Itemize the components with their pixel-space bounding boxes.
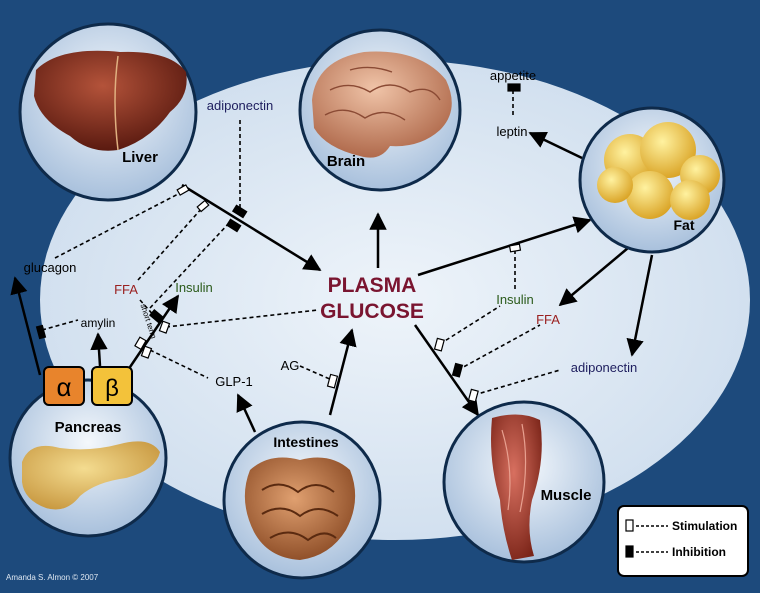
credit-text: Amanda S. Almon © 2007: [6, 573, 99, 582]
arrow-glucose-to-fat: [417, 216, 592, 277]
muscle-node: Muscle: [442, 400, 606, 564]
arrow-fat-to-leptin: [528, 131, 583, 160]
dash-glucose-insulin: [165, 309, 319, 328]
stimulation-mark-short-term: [134, 336, 147, 351]
fat-icon: [597, 122, 720, 220]
inhibition-mark-ffa-insulin: [148, 308, 165, 324]
inhibition-mark-adiponectin-liver: [231, 204, 248, 219]
ffa-right-label: FFA: [536, 312, 560, 327]
dash-amylin-pancreas: [41, 319, 79, 331]
glucagon-label: glucagon: [24, 260, 77, 275]
stimulation-mark-insulin-muscle: [433, 337, 445, 352]
leptin-label: leptin: [496, 124, 527, 139]
intestines-node: Intestines: [222, 420, 382, 580]
brain-label: Brain: [327, 153, 365, 170]
dash-glucagon-liver: [54, 191, 183, 259]
dash-glp1-insulin: [149, 349, 209, 379]
fat-node: Fat: [578, 106, 726, 254]
arrow-beta-to-amylin: [90, 332, 108, 367]
inhibition-mark-appetite: [507, 83, 521, 92]
arrow-fat-to-ffa: [558, 247, 629, 307]
plasma-label: PLASMA: [328, 274, 417, 297]
brain-icon: [312, 51, 452, 158]
adiponectin-top-label: adiponectin: [207, 98, 274, 113]
dash-insulin-muscle: [439, 305, 501, 345]
stimulation-mark-ffa-liver: [196, 199, 210, 213]
arrow-liver-to-glucose: [181, 183, 322, 272]
stimulation-mark-insulin-fat: [508, 243, 522, 253]
alpha-cell: α: [43, 366, 85, 406]
ffa-left-label: FFA: [114, 282, 138, 297]
legend-box: [617, 505, 749, 577]
arrow-intestines-to-glucose: [328, 328, 357, 416]
stimulation-mark-glp1: [140, 345, 153, 359]
beta-symbol: β: [105, 375, 119, 402]
adiponectin-right-label: adiponectin: [571, 360, 638, 375]
inhibition-mark-ffa-muscle: [451, 362, 464, 378]
alpha-symbol: α: [56, 372, 71, 402]
arrow-beta-to-insulin: [126, 294, 180, 371]
insulin-right-label: Insulin: [496, 292, 534, 307]
legend-stimulation-label: Stimulation: [672, 519, 737, 533]
glp1-label: GLP-1: [215, 374, 253, 389]
arrow-alpha-to-glucagon: [10, 276, 42, 376]
intestines-label: Intestines: [273, 434, 339, 450]
inhibition-mark-insulin-liver: [225, 218, 242, 233]
stimulation-mark-adiponectin-muscle: [467, 388, 479, 403]
dash-insulin-liver: [149, 221, 231, 309]
insulin-left-label: Insulin: [175, 280, 213, 295]
brain-node: Brain: [298, 28, 462, 192]
legend: Stimulation Inhibition: [617, 505, 749, 577]
ag-label: AG: [281, 358, 300, 373]
legend-stimulation-symbol: [625, 519, 634, 532]
stimulation-mark-glucose-insulin: [158, 320, 171, 334]
arrow-fat-to-adiponectin: [626, 254, 654, 357]
pathways: [10, 90, 654, 433]
pancreas-node: Pancreas: [8, 378, 168, 538]
stimulation-mark-ag: [326, 373, 339, 389]
legend-inhibition-label: Inhibition: [672, 545, 726, 559]
pancreas-label: Pancreas: [55, 419, 122, 436]
liver-label: Liver: [122, 149, 158, 166]
beta-cell: β: [91, 366, 133, 406]
dash-ffa-muscle: [457, 324, 541, 371]
appetite-label: appetite: [490, 68, 536, 83]
hormone-labels: adiponectin appetite leptin glucagon FFA…: [24, 68, 638, 389]
dash-ag-glucose: [299, 365, 333, 381]
muscle-label: Muscle: [541, 487, 592, 504]
inhibition-mark-amylin: [35, 324, 47, 340]
liver-icon: [34, 50, 187, 151]
pancreas-icon: [22, 441, 160, 510]
legend-inhibition-symbol: [625, 545, 634, 558]
arrow-glucose-to-muscle: [413, 324, 480, 417]
fat-label: Fat: [674, 217, 695, 233]
dash-ffa-liver: [137, 207, 203, 281]
glucose-label: GLUCOSE: [320, 300, 424, 323]
liver-node: Liver: [18, 22, 198, 202]
regulation-marks: [35, 83, 522, 403]
arrow-intestines-to-glp1: [236, 393, 257, 433]
dash-adiponectin-muscle: [473, 369, 561, 396]
amylin-label: amylin: [81, 316, 116, 330]
muscle-icon: [491, 414, 542, 560]
stimulation-mark-glucagon: [176, 184, 190, 196]
